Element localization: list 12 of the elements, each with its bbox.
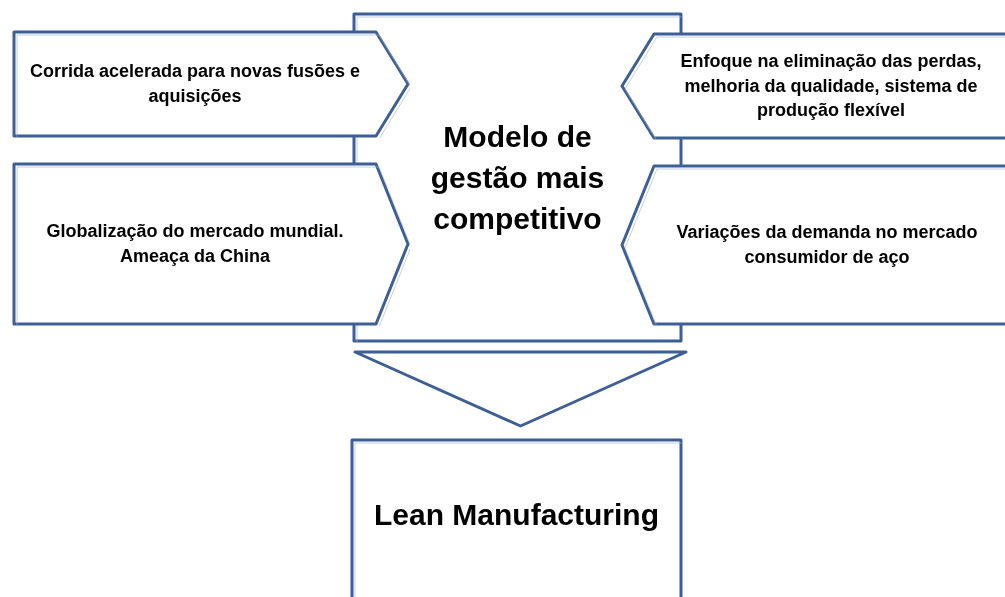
down-chevron-arrow <box>353 350 688 428</box>
arrow-shaped-box <box>620 164 1005 326</box>
process-box <box>350 438 683 597</box>
node-text: Enfoque na eliminação das perdas, melhoria da qualidade, sistema de produção flexível <box>679 49 983 123</box>
node-text: Globalização do mercado mundial. Ameaça da China <box>45 220 345 268</box>
arrow-shaped-box <box>12 30 410 138</box>
node-text: Lean Manufacturing <box>374 497 659 534</box>
arrow-shaped-box <box>12 162 410 326</box>
node-text: Corrida acelerada para novas fusões e aquisições <box>28 60 362 108</box>
node-text: Variações da demanda no mercado consumidor de aço <box>675 221 979 269</box>
arrow-shaped-box <box>620 32 1005 140</box>
node-text: Modelo de gestão mais competitivo <box>429 118 606 238</box>
